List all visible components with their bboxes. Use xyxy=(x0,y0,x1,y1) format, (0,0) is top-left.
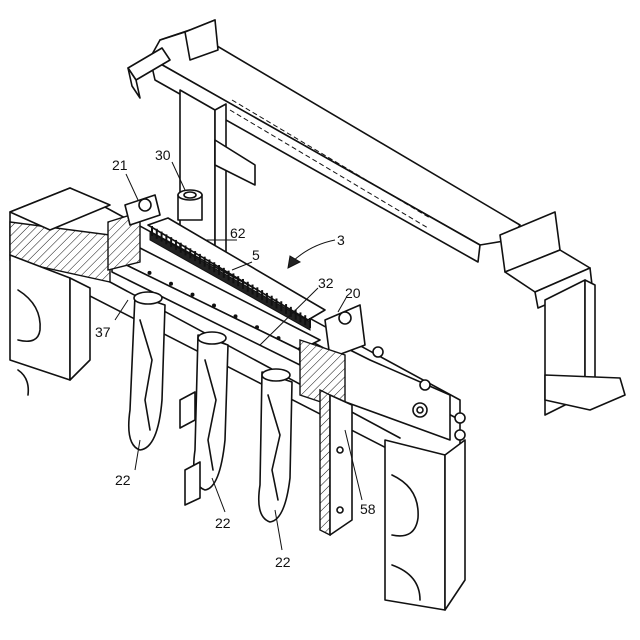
callout-32: 32 xyxy=(318,275,334,291)
callout-5: 5 xyxy=(252,247,260,263)
callout-22-left: 22 xyxy=(115,472,131,488)
callout-37: 37 xyxy=(95,324,111,340)
vertical-plate xyxy=(320,390,352,535)
valve-fitting-30 xyxy=(178,190,202,220)
plate-hole xyxy=(212,304,216,308)
gripper-1 xyxy=(129,292,165,450)
callout-3: 3 xyxy=(337,232,345,248)
callout-22-right: 22 xyxy=(275,554,291,570)
callout-21: 21 xyxy=(112,157,128,173)
callout-22-middle: 22 xyxy=(215,515,231,531)
main-beam xyxy=(10,188,465,610)
callout-30: 30 xyxy=(155,147,171,163)
gripper-3 xyxy=(259,369,292,522)
plate-hole xyxy=(255,325,259,329)
plate-hole xyxy=(148,271,152,275)
plate-hole xyxy=(234,314,238,318)
callout-20: 20 xyxy=(345,285,361,301)
plate-hole xyxy=(169,282,173,286)
plate-hole xyxy=(191,293,195,297)
direction-arrow xyxy=(288,240,335,268)
callout-58: 58 xyxy=(360,501,376,517)
plate-hole xyxy=(277,336,281,340)
callout-62: 62 xyxy=(230,225,246,241)
